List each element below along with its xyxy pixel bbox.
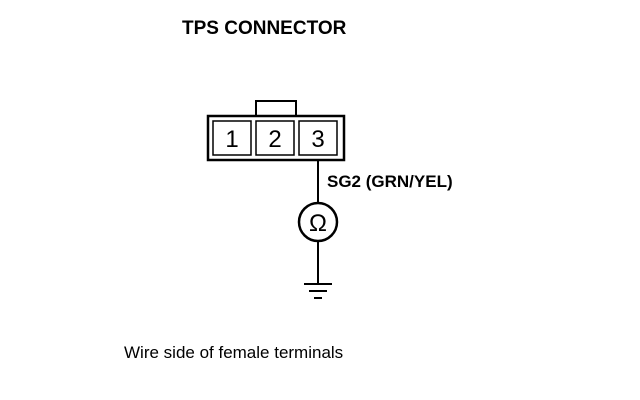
diagram-caption: Wire side of female terminals [124,343,343,362]
pin-3-label: 3 [311,126,324,153]
ground-icon [304,283,332,299]
diagram-title: TPS CONNECTOR [182,18,347,39]
ohmmeter-icon: Ω [297,201,339,243]
terminal-cavity-1 [212,120,252,156]
connector-body [206,114,346,162]
tps-connector: 1 2 3 [206,100,346,162]
pin-1-label: 1 [225,126,238,153]
wire-label-sg2: SG2 (GRN/YEL) [327,172,453,191]
connector-lock-tab [255,100,297,116]
ohm-symbol: Ω [309,210,327,237]
terminal-cavity-2 [255,120,295,156]
pin-2-label: 2 [268,126,281,153]
terminal-cavity-3 [298,120,338,156]
